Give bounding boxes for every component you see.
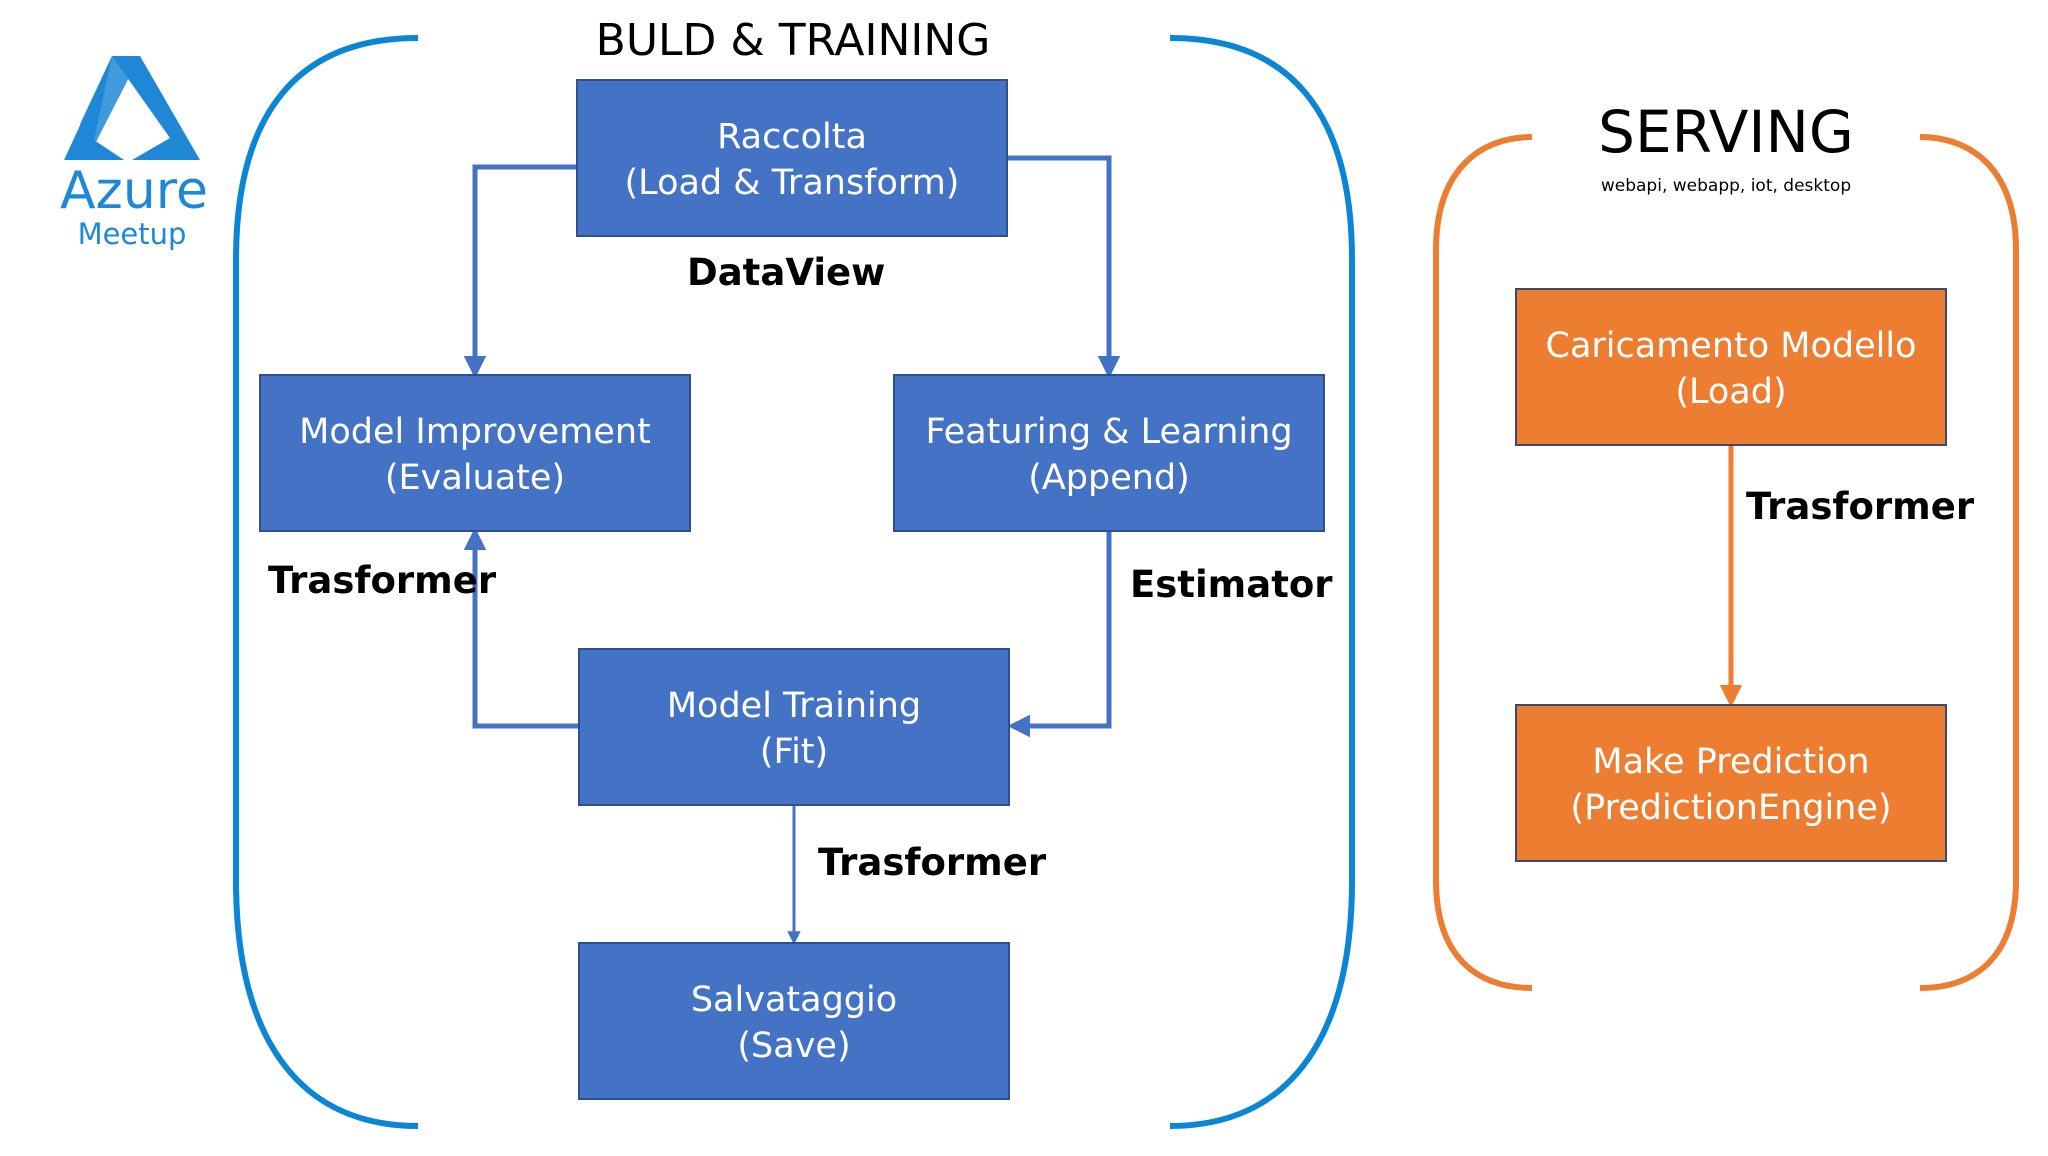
node-caricamento-modello: Caricamento Modello (Load) xyxy=(1515,288,1947,446)
edge-featuring-to-training xyxy=(1007,530,1112,738)
node-model-improvement-line1: Model Improvement xyxy=(299,412,651,452)
node-featuring-learning-border xyxy=(893,374,1325,532)
node-raccolta: Raccolta (Load & Transform) xyxy=(576,79,1008,237)
edge-training-to-improvement xyxy=(463,527,578,729)
node-salvataggio-box xyxy=(579,943,1009,1099)
node-raccolta-border xyxy=(576,79,1008,237)
node-caricamento-border xyxy=(1515,288,1947,446)
edge-label-trasformer-bottom: Trasformer xyxy=(818,841,1047,884)
build-bracket-right xyxy=(1169,35,1355,1129)
node-raccolta-box xyxy=(577,80,1007,236)
node-model-improvement-line2: (Evaluate) xyxy=(385,458,565,498)
node-model-training-line2: (Fit) xyxy=(760,732,828,772)
build-bracket-left xyxy=(233,35,419,1129)
logo-subtitle: Meetup xyxy=(78,217,187,251)
node-make-prediction-line2: (PredictionEngine) xyxy=(1570,788,1891,828)
node-featuring-learning-line1: Featuring & Learning xyxy=(925,412,1292,452)
node-salvataggio: Salvataggio (Save) xyxy=(578,942,1010,1100)
node-model-training-border xyxy=(578,648,1010,806)
node-caricamento-box xyxy=(1516,289,1946,445)
azure-logo-icon xyxy=(64,56,200,160)
node-make-prediction-border xyxy=(1515,704,1947,862)
node-model-training: Model Training (Fit) xyxy=(578,648,1010,806)
edge-label-serving-trasformer: Trasformer xyxy=(1746,485,1975,528)
edge-label-estimator: Estimator xyxy=(1130,563,1333,606)
node-caricamento-line2: (Load) xyxy=(1675,372,1786,412)
node-salvataggio-line2: (Save) xyxy=(737,1026,850,1066)
edge-label-trasformer-left: Trasformer xyxy=(268,559,497,602)
node-model-improvement-box xyxy=(260,375,690,531)
node-model-improvement-border xyxy=(259,374,691,532)
node-raccolta-line2: (Load & Transform) xyxy=(625,163,960,203)
node-make-prediction-box xyxy=(1516,705,1946,861)
node-model-training-line1: Model Training xyxy=(667,686,921,726)
serving-section-subtitle: webapi, webapp, iot, desktop xyxy=(1601,176,1851,196)
node-make-prediction-line1: Make Prediction xyxy=(1592,742,1869,782)
node-model-training-box xyxy=(579,649,1009,805)
node-featuring-learning-box xyxy=(894,375,1324,531)
edge-label-dataview: DataView xyxy=(687,251,885,294)
node-salvataggio-line1: Salvataggio xyxy=(691,980,897,1020)
serving-section-title: SERVING xyxy=(1598,98,1854,166)
edge-raccolta-to-improvement xyxy=(463,164,576,379)
node-salvataggio-border xyxy=(578,942,1010,1100)
logo-name: Azure xyxy=(60,161,208,221)
node-featuring-learning-line2: (Append) xyxy=(1028,458,1190,498)
node-make-prediction: Make Prediction (PredictionEngine) xyxy=(1515,704,1947,862)
build-section-title: BULD & TRAINING xyxy=(596,15,991,66)
serving-bracket-right xyxy=(1919,134,2019,991)
node-model-improvement: Model Improvement (Evaluate) xyxy=(259,374,691,532)
edge-raccolta-to-featuring xyxy=(1006,155,1121,379)
node-raccolta-line1: Raccolta xyxy=(717,117,867,157)
node-caricamento-line1: Caricamento Modello xyxy=(1546,326,1917,366)
node-featuring-learning: Featuring & Learning (Append) xyxy=(893,374,1325,532)
serving-bracket-left xyxy=(1433,134,1533,991)
